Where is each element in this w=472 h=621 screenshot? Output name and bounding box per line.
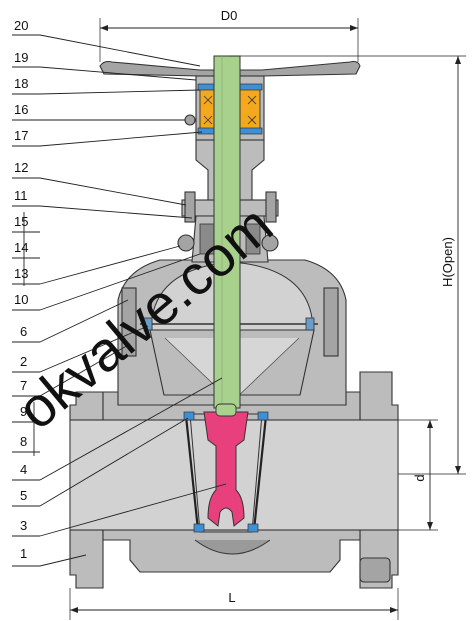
dim-d0-label: D0 bbox=[221, 8, 238, 23]
dim-d-label: d bbox=[412, 474, 427, 481]
callout-12: 12 bbox=[14, 160, 28, 175]
callout-1: 1 bbox=[20, 546, 27, 561]
dim-l-label: L bbox=[228, 590, 235, 605]
callout-8: 8 bbox=[20, 434, 27, 449]
stem bbox=[213, 55, 241, 409]
handwheel bbox=[99, 60, 361, 77]
wedge-assembly bbox=[183, 403, 269, 533]
callout-19: 19 bbox=[14, 50, 28, 65]
callout-20: 20 bbox=[14, 18, 28, 33]
callout-16: 16 bbox=[14, 102, 28, 117]
callout-15: 15 bbox=[14, 214, 28, 229]
dimension-lines: D0 H(Open) d L bbox=[69, 8, 466, 620]
callout-7: 7 bbox=[20, 378, 27, 393]
gland-bolt-right bbox=[265, 191, 277, 223]
callout-18: 18 bbox=[14, 76, 28, 91]
callout-4: 4 bbox=[20, 462, 27, 477]
drain-boss bbox=[359, 557, 391, 583]
callout-14: 14 bbox=[14, 240, 28, 255]
grease-fitting bbox=[184, 114, 196, 126]
bonnet-bolt-left bbox=[121, 287, 137, 357]
bonnet-bolt-right bbox=[323, 287, 339, 357]
callouts: 20 19 18 16 17 12 11 15 14 13 10 6 2 bbox=[12, 18, 227, 567]
wedge bbox=[203, 411, 249, 527]
callout-11: 11 bbox=[14, 188, 28, 203]
eye-bolt-right bbox=[261, 234, 279, 252]
eye-bolt-left bbox=[177, 234, 195, 252]
callout-13: 13 bbox=[14, 266, 28, 281]
callout-5: 5 bbox=[20, 488, 27, 503]
dim-h-label: H(Open) bbox=[440, 237, 455, 287]
callout-10: 10 bbox=[14, 292, 28, 307]
callout-3: 3 bbox=[20, 518, 27, 533]
callout-17: 17 bbox=[14, 128, 28, 143]
gland-bolt-left bbox=[184, 191, 196, 223]
callout-9: 9 bbox=[20, 404, 27, 419]
callout-2: 2 bbox=[20, 354, 27, 369]
callout-6: 6 bbox=[20, 324, 27, 339]
